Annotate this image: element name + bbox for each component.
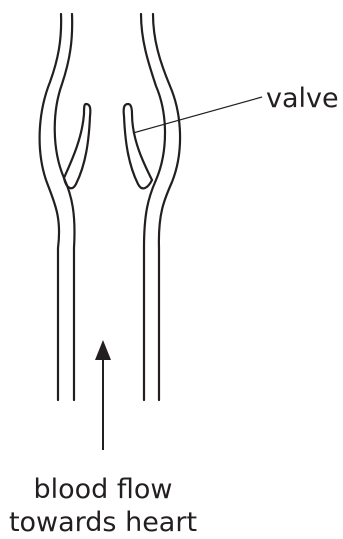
right-wall-outer bbox=[153, 14, 180, 400]
valve-label: valve bbox=[266, 83, 339, 114]
flow-caption-line2: towards heart bbox=[9, 507, 197, 538]
right-valve-cusp bbox=[124, 104, 152, 188]
right-wall-inner bbox=[141, 14, 165, 400]
left-valve-cusp bbox=[64, 104, 90, 188]
flow-caption-line1: blood flow bbox=[33, 474, 172, 505]
flow-arrow-head bbox=[95, 340, 111, 360]
left-wall-outer bbox=[40, 14, 62, 400]
valve-leader-line bbox=[133, 97, 262, 133]
